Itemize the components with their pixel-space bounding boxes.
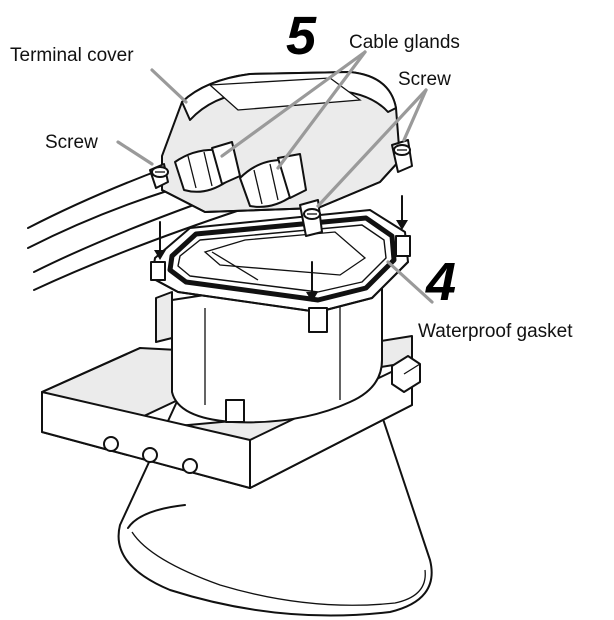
bracket-hole-3 — [182, 458, 198, 474]
screw-right-head — [393, 144, 411, 156]
flange-lug-left — [150, 261, 166, 281]
leader-gasket — [386, 260, 434, 304]
step-number-4: 4 — [425, 252, 456, 312]
bracket-hole-1 — [103, 436, 119, 452]
leader-screw-left — [116, 140, 154, 166]
screw-left-head — [151, 166, 169, 178]
leader-screw-right-b — [316, 88, 428, 208]
label-screw-right: Screw — [398, 69, 451, 90]
waterproof-gasket — [167, 215, 397, 303]
bracket-hole-2 — [142, 447, 158, 463]
leader-gland-left — [220, 50, 367, 158]
bracket-bolt — [391, 355, 421, 393]
label-waterproof-gasket: Waterproof gasket — [418, 321, 573, 342]
cable-gland-left — [174, 141, 241, 193]
leader-terminal-cover — [150, 68, 188, 104]
leader-lines — [116, 50, 434, 304]
cover-label-plate — [208, 77, 362, 111]
screw-front-head — [303, 208, 321, 220]
leader-gland-right — [276, 50, 367, 170]
flange-lug-front — [308, 307, 328, 333]
mounting-bracket — [41, 335, 421, 489]
label-cable-glands: Cable glands — [349, 32, 460, 53]
step-number-5: 5 — [286, 6, 317, 66]
leader-screw-right-a — [402, 88, 428, 142]
cable-gland-right — [239, 153, 307, 208]
label-terminal-cover: Terminal cover — [10, 45, 134, 66]
label-screw-left: Screw — [45, 132, 98, 153]
flange-lug-right — [395, 235, 411, 257]
assembly-arrows — [154, 195, 408, 302]
